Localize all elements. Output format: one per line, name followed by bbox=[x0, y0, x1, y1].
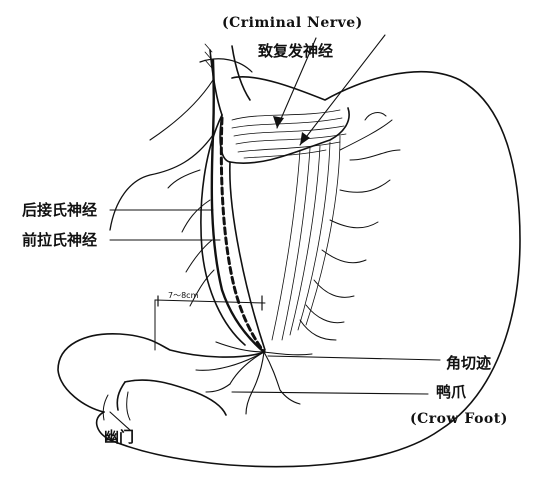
posterior-latarjet-label: 后接氏神经 bbox=[22, 201, 98, 219]
stomach-outline bbox=[57, 70, 521, 468]
lesser-curvature-fibers bbox=[271, 135, 341, 341]
pylorus-branches bbox=[102, 391, 131, 421]
criminal-nerve-label-cn: 致复发神经 bbox=[258, 42, 334, 60]
distance-label: 7～8cm bbox=[168, 291, 199, 300]
criminal-nerve-label-en: (Criminal Nerve) bbox=[222, 15, 363, 31]
esophagus bbox=[199, 45, 253, 116]
left-side-branches bbox=[167, 169, 215, 307]
anterior-latarjet-label: 前拉氏神经 bbox=[22, 231, 98, 249]
crows-foot-label-cn: 鸭爪 bbox=[436, 383, 467, 401]
posterior-latarjet-nerve bbox=[109, 58, 266, 354]
leader-arrowheads bbox=[273, 116, 310, 145]
pylorus-label: 幽门 bbox=[104, 428, 135, 446]
leader-lines bbox=[109, 34, 441, 431]
angular-incisure-label: 角切迹 bbox=[446, 354, 492, 372]
esophagus-hatch bbox=[204, 43, 213, 69]
crows-foot-label-en: (Crow Foot) bbox=[410, 411, 508, 427]
greater-curvature-branches bbox=[299, 112, 401, 341]
crows-foot-branches bbox=[195, 341, 313, 415]
cardia-fibers bbox=[231, 109, 347, 159]
distance-measure bbox=[154, 295, 266, 351]
anterior-latarjet-nerve bbox=[219, 116, 266, 354]
